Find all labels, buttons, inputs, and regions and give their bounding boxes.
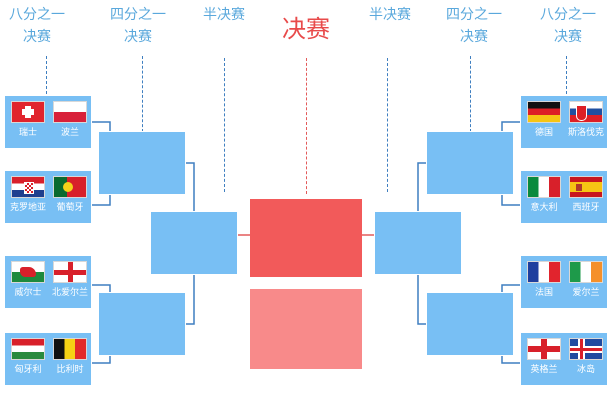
header-r16-right-line2: 决赛 bbox=[554, 29, 582, 45]
team-name: 斯洛伐克 bbox=[567, 128, 604, 138]
r16-match-right-2: 意大利 西班牙 bbox=[520, 170, 608, 224]
team-iceland: 冰岛 bbox=[566, 338, 606, 376]
r16-match-left-1: 瑞士 波兰 bbox=[4, 95, 92, 149]
team-hungary: 匈牙利 bbox=[8, 338, 48, 376]
header-sf-left: 半决赛 bbox=[203, 7, 245, 23]
team-name: 波兰 bbox=[60, 128, 79, 138]
france-flag-icon bbox=[527, 261, 561, 283]
header-r16-left-line1: 八分之一 bbox=[9, 7, 65, 23]
hungary-flag-icon bbox=[11, 338, 45, 360]
team-name: 意大利 bbox=[530, 203, 558, 213]
poland-flag-icon bbox=[53, 101, 87, 123]
team-name: 法国 bbox=[534, 288, 553, 298]
team-spain: 西班牙 bbox=[566, 176, 606, 214]
final-match bbox=[250, 199, 362, 277]
r16-match-left-4: 匈牙利 比利时 bbox=[4, 332, 92, 386]
northern-ireland-flag-icon bbox=[53, 261, 87, 283]
spain-flag-icon bbox=[569, 176, 603, 198]
team-name: 葡萄牙 bbox=[56, 203, 84, 213]
header-qf-left-line2: 决赛 bbox=[124, 29, 152, 45]
team-name: 爱尔兰 bbox=[572, 288, 600, 298]
header-qf-left: 四分之一 决赛 bbox=[105, 4, 171, 48]
team-poland: 波兰 bbox=[50, 101, 90, 139]
team-belgium: 比利时 bbox=[50, 338, 90, 376]
header-final: 决赛 bbox=[282, 15, 330, 43]
divider-sf-right bbox=[387, 58, 388, 192]
team-wales: 威尔士 bbox=[8, 261, 48, 299]
team-germany: 德国 bbox=[524, 101, 564, 139]
team-france: 法国 bbox=[524, 261, 564, 299]
header-qf-right-line2: 决赛 bbox=[460, 29, 488, 45]
divider-qf-left bbox=[142, 56, 143, 132]
team-northern-ireland: 北爱尔兰 bbox=[50, 261, 90, 299]
r16-match-right-4: 英格兰 冰岛 bbox=[520, 332, 608, 386]
team-name: 瑞士 bbox=[18, 128, 37, 138]
header-r16-right-line1: 八分之一 bbox=[540, 7, 596, 23]
divider-r16-left bbox=[46, 56, 47, 94]
wales-flag-icon bbox=[11, 261, 45, 283]
divider-final bbox=[306, 58, 307, 194]
divider-r16-right bbox=[566, 56, 567, 94]
slovakia-flag-icon bbox=[569, 101, 603, 123]
qf-match-right-1 bbox=[426, 131, 514, 195]
germany-flag-icon bbox=[527, 101, 561, 123]
qf-match-right-2 bbox=[426, 292, 514, 356]
swiss-flag-icon bbox=[11, 101, 45, 123]
england-flag-icon bbox=[527, 338, 561, 360]
r16-match-left-2: 克罗地亚 葡萄牙 bbox=[4, 170, 92, 224]
team-name: 克罗地亚 bbox=[9, 203, 46, 213]
belgium-flag-icon bbox=[53, 338, 87, 360]
team-slovakia: 斯洛伐克 bbox=[566, 101, 606, 139]
team-england: 英格兰 bbox=[524, 338, 564, 376]
sf-match-right bbox=[374, 211, 462, 275]
team-ireland: 爱尔兰 bbox=[566, 261, 606, 299]
divider-sf-left bbox=[224, 58, 225, 192]
team-name: 英格兰 bbox=[530, 365, 558, 375]
ireland-flag-icon bbox=[569, 261, 603, 283]
header-qf-right-line1: 四分之一 bbox=[446, 7, 502, 23]
qf-match-left-1 bbox=[98, 131, 186, 195]
sf-match-left bbox=[150, 211, 238, 275]
portugal-flag-icon bbox=[53, 176, 87, 198]
header-sf-right: 半决赛 bbox=[369, 7, 411, 23]
team-name: 比利时 bbox=[56, 365, 84, 375]
italy-flag-icon bbox=[527, 176, 561, 198]
header-r16-left: 八分之一 决赛 bbox=[8, 4, 66, 48]
croatia-flag-icon bbox=[11, 176, 45, 198]
iceland-flag-icon bbox=[569, 338, 603, 360]
team-name: 西班牙 bbox=[572, 203, 600, 213]
divider-qf-right bbox=[470, 56, 471, 132]
team-name: 威尔士 bbox=[14, 288, 42, 298]
team-croatia: 克罗地亚 bbox=[8, 176, 48, 214]
team-name: 冰岛 bbox=[576, 365, 595, 375]
team-name: 匈牙利 bbox=[14, 365, 42, 375]
team-switzerland: 瑞士 bbox=[8, 101, 48, 139]
team-name: 北爱尔兰 bbox=[51, 288, 88, 298]
header-qf-right: 四分之一 决赛 bbox=[441, 4, 507, 48]
r16-match-left-3: 威尔士 北爱尔兰 bbox=[4, 255, 92, 309]
team-italy: 意大利 bbox=[524, 176, 564, 214]
third-place-match bbox=[250, 289, 362, 369]
r16-match-right-3: 法国 爱尔兰 bbox=[520, 255, 608, 309]
r16-match-right-1: 德国 斯洛伐克 bbox=[520, 95, 608, 149]
qf-match-left-2 bbox=[98, 292, 186, 356]
header-r16-right: 八分之一 决赛 bbox=[539, 4, 597, 48]
header-r16-left-line2: 决赛 bbox=[23, 29, 51, 45]
team-portugal: 葡萄牙 bbox=[50, 176, 90, 214]
header-qf-left-line1: 四分之一 bbox=[110, 7, 166, 23]
team-name: 德国 bbox=[534, 128, 553, 138]
